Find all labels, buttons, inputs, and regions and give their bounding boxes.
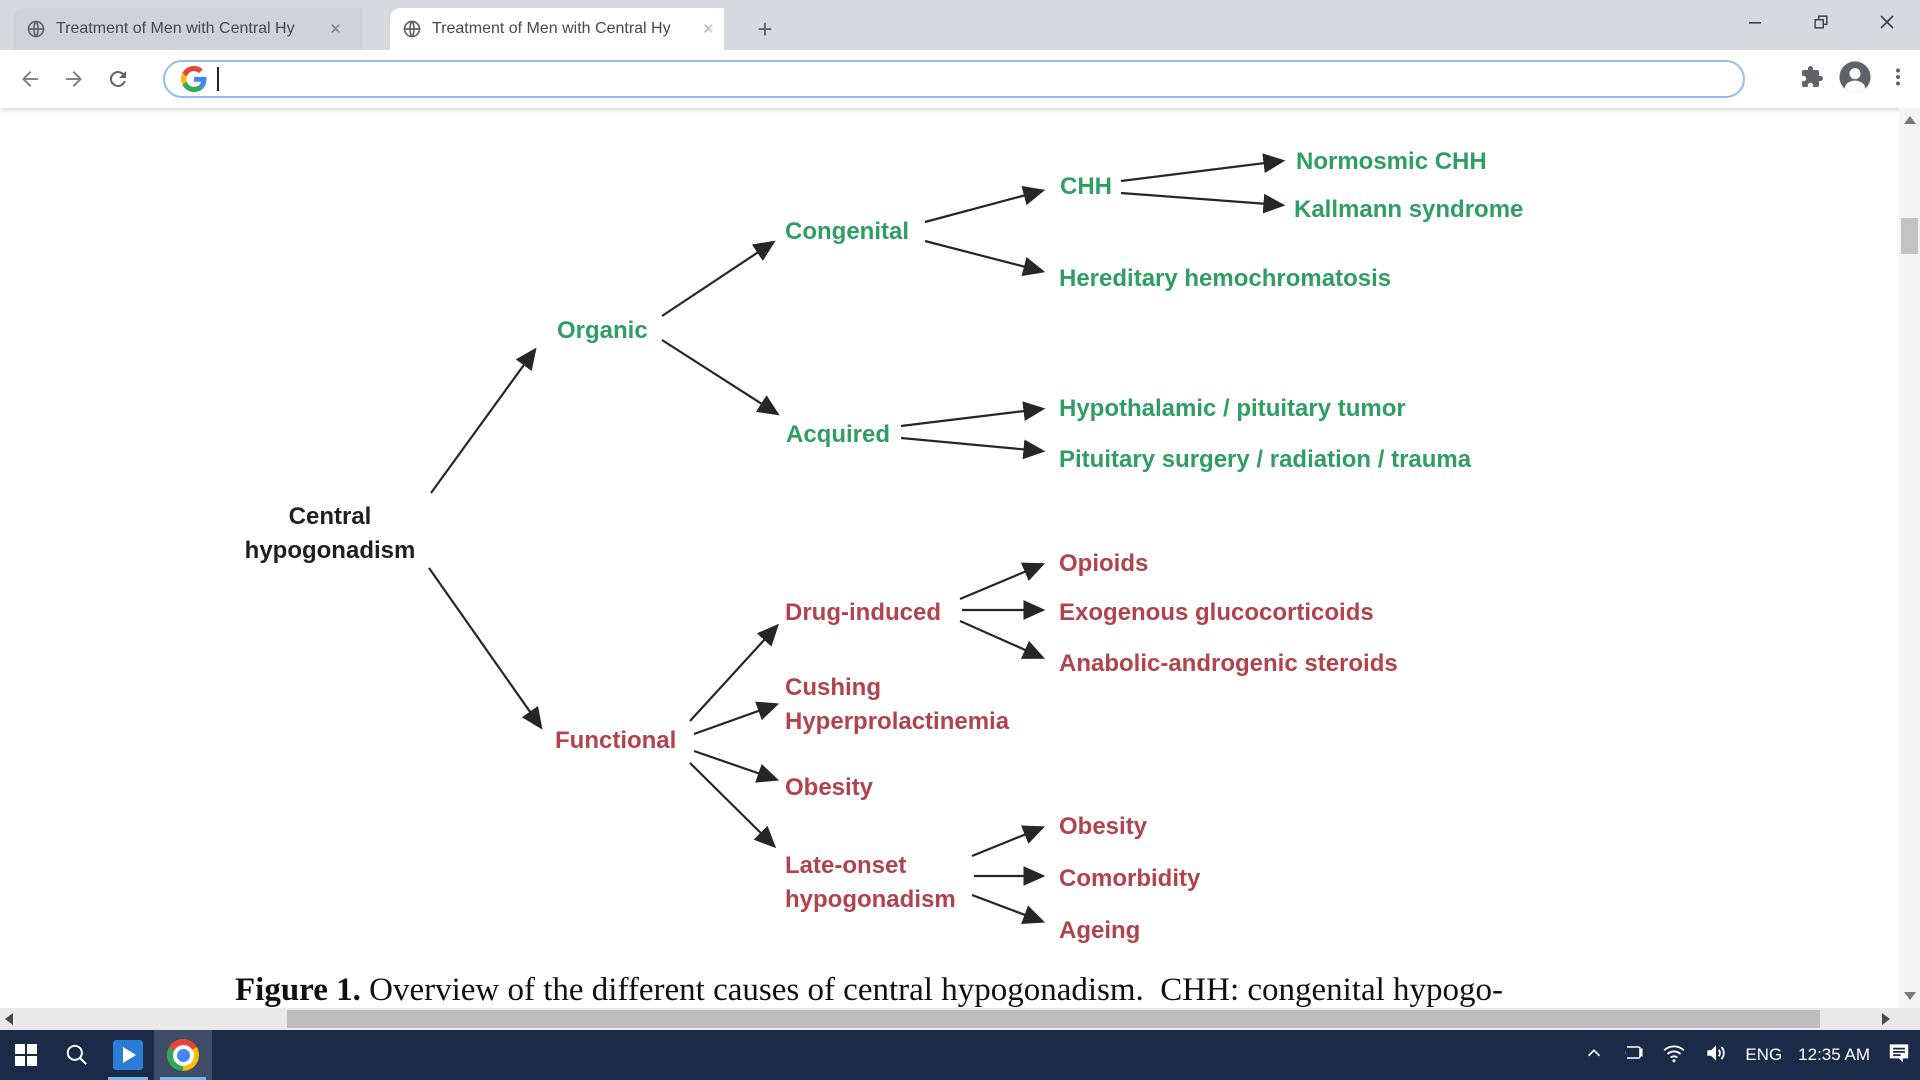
text-cursor [217,67,219,91]
node-hereditary-hemochromatosis: Hereditary hemochromatosis [1059,265,1392,292]
window-controls [1722,0,1920,44]
menu-button[interactable] [1886,65,1910,94]
cast-screen-icon [1623,1044,1646,1060]
connect-button[interactable] [1621,1041,1646,1070]
vertical-scrollbar[interactable] [1899,108,1920,1008]
node-exogenous-glucocorticoids: Exogenous glucocorticoids [1059,599,1374,626]
puzzle-icon [1802,65,1823,87]
toolbar-right [1800,50,1910,108]
node-organic: Organic [557,317,648,344]
horizontal-scrollbar[interactable] [0,1008,1920,1030]
node-acquired: Acquired [786,421,891,448]
node-late-onset-hypogonadism: Late-onset hypogonadism [785,852,956,913]
running-indicator [160,1077,206,1080]
chrome-app-button[interactable] [154,1030,212,1080]
forward-button[interactable] [52,57,96,101]
node-functional: Functional [555,727,677,754]
language-indicator[interactable]: ENG [1745,1045,1783,1064]
node-pituitary-surgery: Pituitary surgery / radiation / trauma [1059,446,1472,473]
horizontal-scroll-thumb[interactable] [287,1010,1820,1028]
windows-logo-icon [15,1044,37,1066]
speaker-icon [1707,1044,1726,1061]
node-anabolic-androgenic-steroids: Anabolic-androgenic steroids [1059,650,1398,677]
taskbar-search-button[interactable] [52,1030,102,1080]
reload-icon [109,70,126,87]
node-ageing: Ageing [1059,917,1141,944]
restore-icon [1814,15,1828,29]
scroll-up-arrow-icon[interactable] [1904,116,1916,124]
network-button[interactable] [1661,1040,1687,1071]
address-input[interactable] [219,63,1743,95]
back-button[interactable] [8,57,52,101]
tab-title-fade [328,8,362,50]
restore-button[interactable] [1788,0,1854,44]
start-button[interactable] [0,1030,52,1080]
tab-strip: Treatment of Men with Central Hy × Treat… [0,0,1920,50]
profile-button[interactable] [1838,60,1872,99]
reload-button[interactable] [96,57,140,101]
back-arrow-icon [22,71,38,87]
globe-icon [403,20,421,38]
page-content: Central hypogonadism Organic Congenital … [0,108,1899,1008]
google-g-icon [181,66,207,92]
address-bar[interactable] [163,60,1745,98]
chevron-up-icon [1588,1048,1601,1056]
node-obesity-late: Obesity [1059,813,1148,840]
node-chh: CHH [1060,173,1112,200]
notification-icon [1889,1043,1909,1062]
node-hypothalamic-pituitary-tumor: Hypothalamic / pituitary tumor [1059,395,1406,422]
close-window-button[interactable] [1854,0,1920,44]
volume-button[interactable] [1703,1040,1729,1071]
action-center-button[interactable] [1886,1040,1912,1071]
tab-title: Treatment of Men with Central Hy [56,20,295,37]
search-icon [66,1044,87,1065]
node-drug-induced: Drug-induced [785,599,941,626]
figure-caption-text: Overview of the different causes of cent… [369,972,1504,1008]
wifi-icon [1663,1045,1685,1062]
minimize-button[interactable] [1722,0,1788,44]
taskbar: ENG 12:35 AM [0,1030,1920,1080]
new-tab-button[interactable]: + [757,13,773,44]
node-obesity-functional: Obesity [785,774,874,801]
figure-caption: Figure 1. Overview of the different caus… [235,972,1835,1009]
clock[interactable]: 12:35 AM [1798,1045,1870,1064]
tab-2-active[interactable]: Treatment of Men with Central Hy × [390,8,724,50]
node-normosmic-chh: Normosmic CHH [1296,148,1487,175]
close-icon [1880,15,1894,29]
tray-expand-button[interactable] [1583,1042,1605,1069]
minimize-icon [1749,22,1761,24]
scroll-right-arrow-icon[interactable] [1882,1013,1890,1025]
avatar-icon [1839,60,1871,93]
running-indicator [108,1077,148,1080]
chrome-icon [167,1039,199,1071]
browser-toolbar [0,50,1920,108]
globe-icon [27,20,45,38]
movies-tv-app-button[interactable] [102,1030,154,1080]
node-central-hypogonadism: Central hypogonadism [244,503,416,564]
movies-tv-icon [113,1040,143,1070]
node-cushing-hyperprolactinemia: Cushing Hyperprolactinemia [785,674,1010,735]
tab-1[interactable]: Treatment of Men with Central Hy × [14,8,362,50]
vertical-scroll-thumb[interactable] [1901,218,1918,254]
scroll-down-arrow-icon[interactable] [1904,992,1916,1000]
forward-arrow-icon [66,71,82,87]
node-comorbidity: Comorbidity [1059,865,1201,892]
node-congenital: Congenital [785,218,909,245]
figure-caption-label: Figure 1. [235,972,361,1008]
extensions-button[interactable] [1800,65,1824,94]
tab-title-fade [690,8,724,50]
three-dots-icon [1896,68,1900,85]
scroll-left-arrow-icon[interactable] [5,1013,13,1025]
node-opioids: Opioids [1059,550,1149,577]
node-kallmann-syndrome: Kallmann syndrome [1294,196,1524,223]
tab-title: Treatment of Men with Central Hy [432,20,671,37]
system-tray: ENG 12:35 AM [1583,1030,1912,1080]
